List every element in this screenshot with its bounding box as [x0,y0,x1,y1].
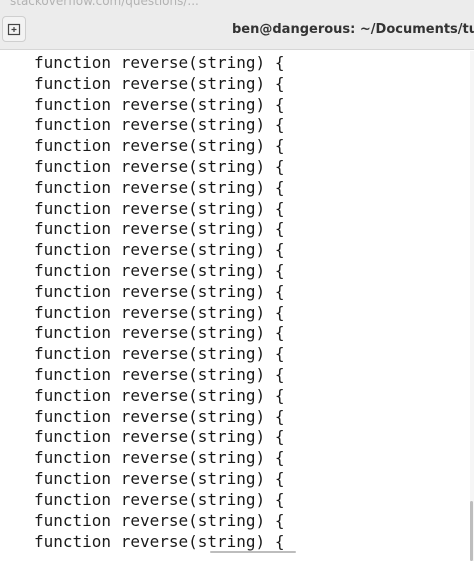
scrollbar-thumb[interactable] [470,501,473,561]
terminal-line: function reverse(string) { [34,427,285,446]
horizontal-scroll-indicator[interactable] [210,551,296,553]
terminal-line: function reverse(string) { [34,448,285,467]
vertical-scrollbar[interactable] [470,51,474,561]
terminal-line: function reverse(string) { [34,240,285,259]
terminal-line: function reverse(string) { [34,323,285,342]
terminal-output[interactable]: function reverse(string) { function reve… [0,51,474,561]
terminal-line: function reverse(string) { [34,282,285,301]
titlebar[interactable]: stackoverflow.com/questions/... ben@dang… [0,0,474,50]
terminal-line: function reverse(string) { [34,157,285,176]
terminal-line: function reverse(string) { [34,219,285,238]
terminal-line: function reverse(string) { [34,386,285,405]
terminal-line: function reverse(string) { [34,53,285,72]
new-tab-icon [7,23,21,36]
terminal-line: function reverse(string) { [34,407,285,426]
window-title: ben@dangerous: ~/Documents/tutor [232,22,474,37]
terminal-line: function reverse(string) { [34,261,285,280]
terminal-line: function reverse(string) { [34,199,285,218]
terminal-line: function reverse(string) { [34,511,285,530]
terminal-line: function reverse(string) { [34,469,285,488]
terminal-line: function reverse(string) { [34,74,285,93]
terminal-line: function reverse(string) { [34,303,285,322]
terminal-line: function reverse(string) { [34,532,285,551]
terminal-line: function reverse(string) { [34,178,285,197]
new-tab-button[interactable] [2,16,26,42]
behind-browser-url: stackoverflow.com/questions/... [10,0,199,8]
terminal-line: function reverse(string) { [34,490,285,509]
terminal-line: function reverse(string) { [34,136,285,155]
terminal-line: function reverse(string) { [34,344,285,363]
terminal-line: function reverse(string) { [34,115,285,134]
terminal-line: function reverse(string) { [34,365,285,384]
terminal-line: function reverse(string) { [34,95,285,114]
